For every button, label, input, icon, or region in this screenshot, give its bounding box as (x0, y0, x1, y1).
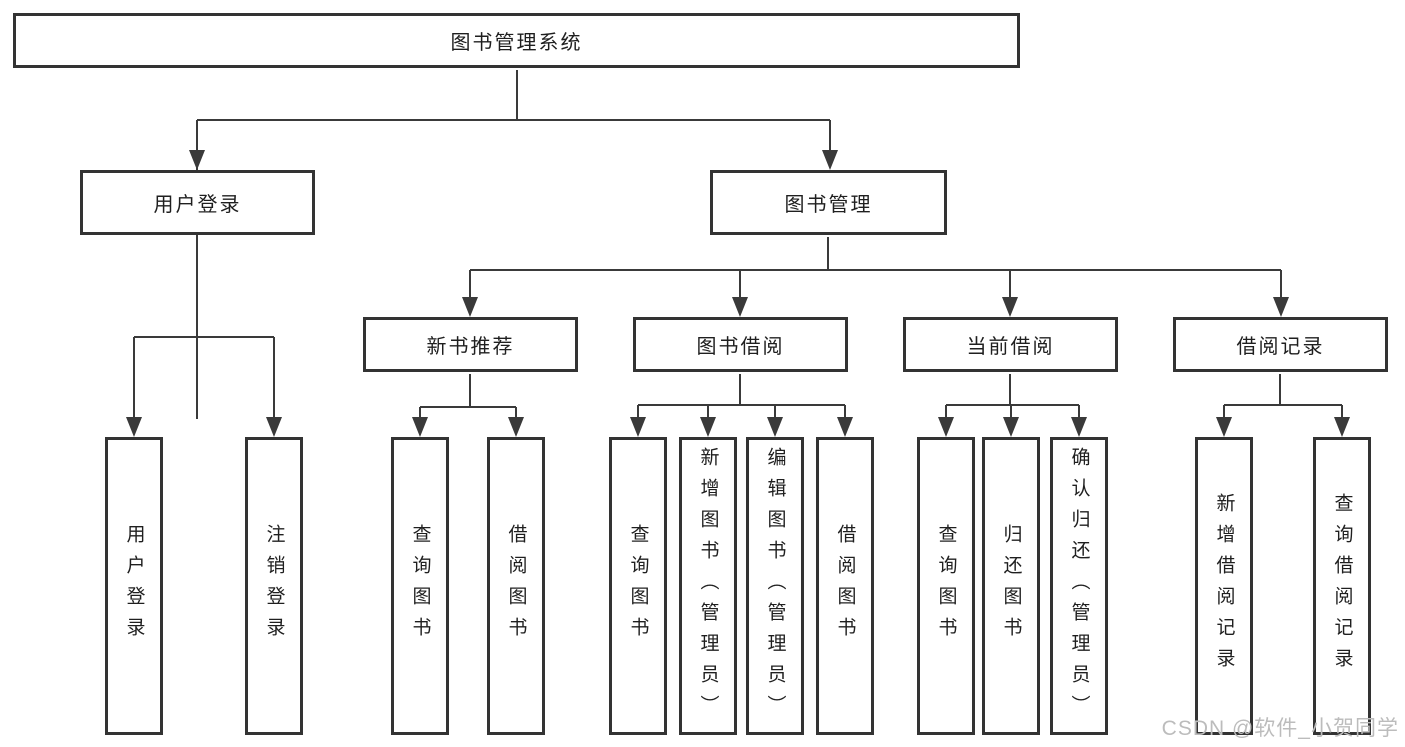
leaf-user-login: 用户登录 (105, 437, 163, 735)
connector-borrowrecord-to-leaves (1216, 374, 1350, 437)
node-label: 查询图书 (627, 524, 649, 648)
node-user-login: 用户登录 (80, 170, 315, 235)
node-label: 图书管理系统 (450, 32, 583, 54)
leaf-logout: 注销登录 (245, 437, 303, 735)
connector-currentborrow-to-leaves (938, 374, 1087, 437)
leaf-query-books-newbook: 查询图书 (391, 437, 449, 735)
leaf-add-books-admin: 新增图书（管理员） (679, 437, 737, 735)
connector-book-mgmt-to-level3 (462, 237, 1289, 317)
leaf-borrow-books: 借阅图书 (816, 437, 874, 735)
node-current-borrowing: 当前借阅 (903, 317, 1118, 372)
connector-newbook-to-leaves (412, 374, 524, 437)
leaf-confirm-return-admin: 确认归还（管理员） (1050, 437, 1108, 735)
leaf-query-borrow-record: 查询借阅记录 (1313, 437, 1371, 735)
leaf-add-borrow-record: 新增借阅记录 (1195, 437, 1253, 735)
node-label: 归还图书 (1000, 524, 1022, 648)
leaf-edit-books-admin: 编辑图书（管理员） (746, 437, 804, 735)
node-book-management: 图书管理 (710, 170, 947, 235)
node-label: 新增图书（管理员） (697, 446, 719, 726)
node-label: 确认归还（管理员） (1068, 446, 1090, 726)
node-label: 查询图书 (409, 524, 431, 648)
leaf-query-books-borrow: 查询图书 (609, 437, 667, 735)
node-label: 查询借阅记录 (1331, 493, 1353, 679)
connector-user-login-to-leaves (126, 237, 282, 437)
node-borrowing-records: 借阅记录 (1173, 317, 1388, 372)
node-book-borrowing: 图书借阅 (633, 317, 848, 372)
node-label: 用户登录 (123, 524, 145, 648)
node-label: 新增借阅记录 (1213, 493, 1235, 679)
csdn-watermark: CSDN @软件_小贺同学 (1161, 717, 1399, 740)
leaf-query-books-current: 查询图书 (917, 437, 975, 735)
node-label: 借阅图书 (834, 524, 856, 648)
node-label: 借阅图书 (505, 524, 527, 648)
node-label: 新书推荐 (426, 336, 515, 358)
leaf-return-books: 归还图书 (982, 437, 1040, 735)
node-label: 注销登录 (263, 524, 285, 648)
node-label: 编辑图书（管理员） (764, 446, 786, 726)
node-label: 当前借阅 (966, 336, 1055, 358)
node-label: 用户登录 (153, 194, 242, 216)
node-label: 借阅记录 (1236, 336, 1325, 358)
node-label: 图书管理 (784, 194, 873, 216)
node-label: 图书借阅 (696, 336, 785, 358)
node-new-book-recommendation: 新书推荐 (363, 317, 578, 372)
node-library-management-system: 图书管理系统 (13, 13, 1020, 68)
connector-bookborrow-to-leaves (630, 374, 853, 437)
node-label: 查询图书 (935, 524, 957, 648)
leaf-borrow-books-newbook: 借阅图书 (487, 437, 545, 735)
